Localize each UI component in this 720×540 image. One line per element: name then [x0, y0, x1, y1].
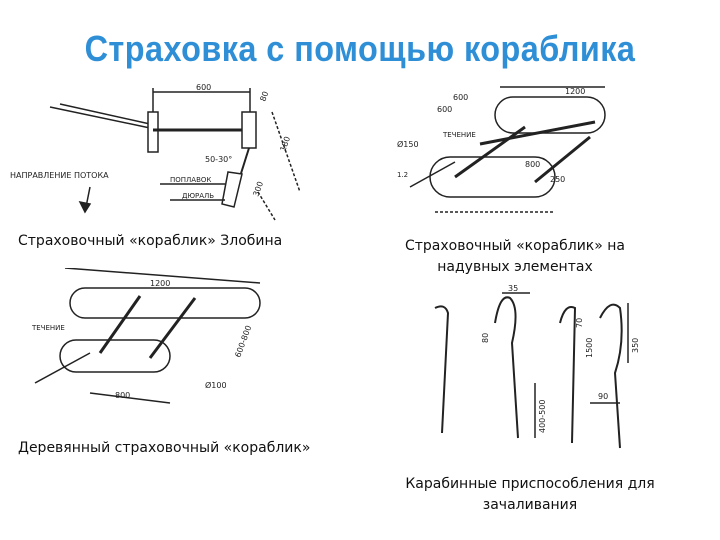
dim-35: 35: [508, 284, 518, 293]
carabiners-caption-line1: Карабинные приспособления для: [405, 476, 655, 492]
wooden-caption: Деревянный страховочный «кораблик»: [18, 440, 311, 456]
dim-70: 70: [575, 318, 584, 328]
carabiners-caption-line2: зачаливания: [482, 497, 578, 513]
zlobin-caption: Страховочный «кораблик» Злобина: [18, 233, 283, 249]
inflatable-caption: Страховочный «кораблик» на надувных элем…: [390, 236, 640, 278]
rudder-label: ДЮРАЛЬ: [182, 192, 214, 200]
carabiners-drawing: 35 80 400-500 70 1500 350 90: [434, 284, 640, 449]
dim-1200: 1200: [565, 87, 585, 96]
current-label-2: ТЕЧЕНИЕ: [31, 324, 65, 332]
wooden-boat-drawing: 1200 800 Ø100 600-800 ТЕЧЕНИЕ: [31, 268, 261, 404]
dim-350: 350: [631, 338, 640, 353]
dim-250: 250: [550, 175, 565, 184]
zlobin-boat-drawing: 600 80 180 300 50-30° НАПРАВЛЕНИЕ ПОТОКА…: [10, 83, 301, 221]
dim-600-800: 600-800: [233, 324, 253, 358]
slide-title: Страховка с помощью кораблика: [84, 28, 636, 69]
dim-80: 80: [258, 90, 270, 103]
flow-direction-label: НАПРАВЛЕНИЕ ПОТОКА: [10, 171, 109, 180]
dim-600: 600: [196, 83, 211, 92]
inflatable-boat-drawing: 1200 600 600 800 250 Ø150 ТЕЧЕНИЕ 1.2: [397, 86, 606, 213]
front-label: ПОПЛАВОК: [170, 176, 211, 184]
inflatable-caption-line2: надувных элементах: [437, 259, 593, 275]
dim-80: 80: [481, 333, 490, 343]
dim-150: Ø150: [397, 139, 419, 149]
inflatable-caption-line1: Страховочный «кораблик» на: [404, 238, 626, 254]
carabiners-caption: Карабинные приспособления для зачаливани…: [395, 474, 665, 516]
dim-300: 300: [251, 180, 265, 197]
dim-800: 800: [525, 160, 540, 169]
dim-600b: 600: [453, 93, 468, 102]
dim-400-500: 400-500: [538, 400, 547, 433]
dim-small: 1.2: [397, 171, 408, 179]
dim-600a: 600: [437, 105, 452, 114]
dim-1200: 1200: [150, 279, 170, 288]
dim-100: Ø100: [205, 380, 227, 390]
current-label-1: ТЕЧЕНИЕ: [442, 131, 476, 139]
dim-90: 90: [598, 392, 608, 401]
dim-1500: 1500: [585, 338, 594, 358]
angle-label: 50-30°: [205, 155, 232, 164]
dim-800: 800: [115, 391, 130, 400]
